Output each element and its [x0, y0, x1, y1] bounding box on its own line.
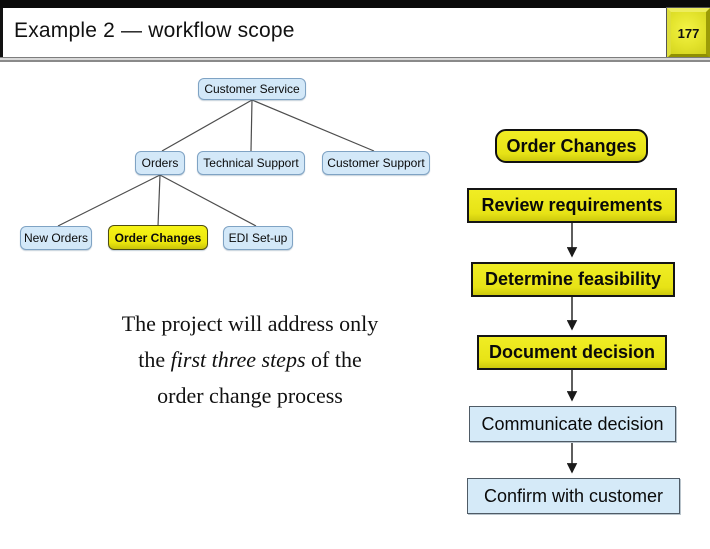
page-title: Example 2 — workflow scope [14, 19, 295, 42]
tree-node-edi-setup: EDI Set-up [223, 226, 293, 250]
tree-node-new-orders: New Orders [20, 226, 92, 250]
tree-node-orders: Orders [135, 151, 185, 175]
flow-step-confirm-with-customer: Confirm with customer [467, 478, 680, 514]
flow-step-document-decision: Document decision [477, 335, 667, 370]
page-number-badge: 177 [666, 7, 710, 59]
flow-title-order-changes: Order Changes [495, 129, 648, 163]
flow-step-review-requirements: Review requirements [467, 188, 677, 223]
tree-node-technical-support: Technical Support [197, 151, 305, 175]
tree-node-customer-service: Customer Service [198, 78, 306, 100]
scope-note-line1: The project will address only [121, 311, 379, 336]
scope-note-line2-post: of the [305, 347, 362, 372]
header-divider [0, 57, 710, 62]
header: Example 2 — workflow scope [0, 8, 710, 58]
scope-note: The project will address only the first … [82, 306, 418, 414]
scope-note-line2-pre: the [138, 347, 171, 372]
scope-note-emphasis: first three steps [170, 347, 306, 372]
flow-step-determine-feasibility: Determine feasibility [471, 262, 675, 297]
page-number: 177 [677, 25, 700, 41]
tree-node-order-changes: Order Changes [108, 225, 208, 250]
flow-step-communicate-decision: Communicate decision [469, 406, 676, 442]
tree-node-customer-support: Customer Support [322, 151, 430, 175]
top-black-bar [0, 0, 710, 8]
scope-note-line3: order change process [157, 383, 343, 408]
